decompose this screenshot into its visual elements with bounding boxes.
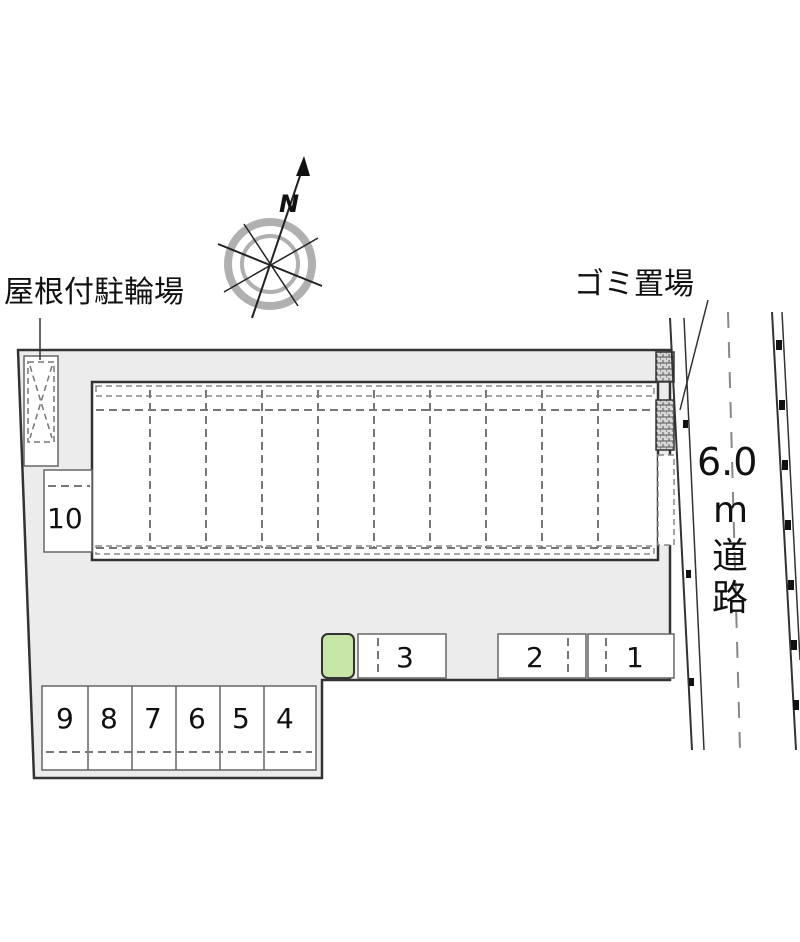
parking-space-5-label: 5 [232, 702, 250, 735]
green-planting-area [321, 633, 355, 679]
parking-space-1-label: 1 [626, 641, 644, 674]
compass-rose-icon: N [217, 156, 323, 319]
garbage-leader-line [679, 299, 709, 411]
road-label-char-2: 路 [712, 578, 748, 619]
garbage-area [655, 351, 675, 546]
parking-space-6-label: 6 [188, 702, 206, 735]
parking-space-3: 3 [357, 633, 447, 679]
x-cross-shelter-icon [29, 365, 53, 439]
road [669, 311, 800, 751]
parking-spaces-bottom-row: 9 8 7 6 5 4 [41, 685, 317, 771]
apartment-building [90, 380, 660, 562]
road-label-char-1: 道 [712, 536, 748, 577]
road-width-unit: m [713, 490, 748, 531]
parking-space-7-label: 7 [144, 702, 162, 735]
parking-space-8-label: 8 [100, 702, 118, 735]
parking-space-3-label: 3 [396, 641, 414, 674]
garbage-area-label: ゴミ置場 [574, 267, 694, 302]
north-arrow-icon [296, 156, 310, 176]
parking-space-2-label: 2 [526, 641, 544, 674]
parking-space-10-label: 10 [47, 502, 83, 535]
covered-bicycle-parking-label: 屋根付駐輪場 [4, 275, 184, 310]
covered-bicycle-parking-shelter [23, 355, 59, 467]
unit-dividers [149, 390, 599, 548]
north-label: N [279, 190, 299, 218]
parking-space-9-label: 9 [56, 702, 74, 735]
parking-space-4-label: 4 [276, 702, 294, 735]
parking-space-10: 10 [43, 469, 93, 553]
road-width-label: 6.0 m 道 路 [697, 440, 757, 619]
parking-space-2: 2 [497, 633, 587, 679]
road-width-value: 6.0 [697, 440, 757, 484]
parking-space-1: 1 [587, 633, 675, 679]
